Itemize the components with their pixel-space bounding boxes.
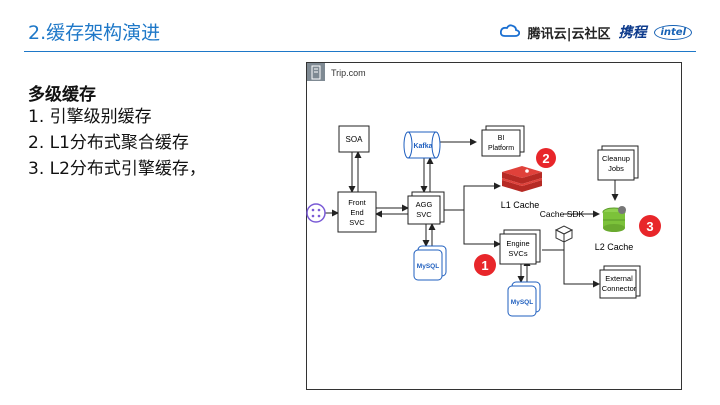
building-icon bbox=[307, 63, 325, 81]
external-connector-label-1: External bbox=[605, 274, 633, 283]
cache-level-list: 1. 引擎级别缓存 2. L1分布式聚合缓存 3. L2分布式引擎缓存， bbox=[28, 104, 206, 182]
ctrip-logo: 携程 bbox=[618, 25, 647, 41]
cube-icon bbox=[554, 225, 574, 243]
mysql-agg-label: MySQL bbox=[417, 263, 439, 270]
kafka-label: Kafka bbox=[413, 143, 432, 150]
badge-2 bbox=[536, 148, 556, 168]
engine-svcs-label-1: Engine bbox=[506, 239, 529, 248]
external-connector-node bbox=[599, 269, 637, 299]
l1-cache-label: L1 Cache bbox=[501, 200, 540, 210]
soa-label: SOA bbox=[346, 135, 364, 144]
bi-platform-node bbox=[481, 129, 521, 157]
agg-svc-label-2: SVC bbox=[416, 210, 432, 219]
front-end-svc-label-3: SVC bbox=[349, 218, 365, 227]
frame-label: Trip.com bbox=[331, 68, 366, 78]
slide-title: 2.缓存架构演进 bbox=[28, 22, 161, 44]
engine-svcs-node bbox=[499, 233, 537, 265]
architecture-diagram: Trip.com SOA Kafka BI Platform Front bbox=[306, 62, 682, 390]
mysql-agg-node bbox=[413, 249, 443, 281]
l2-cache-icon bbox=[602, 206, 626, 232]
badge-1-label: 1 bbox=[481, 258, 488, 273]
kafka-node bbox=[403, 131, 441, 159]
bi-platform-label-2: Platform bbox=[488, 145, 514, 152]
mysql-engine-node bbox=[507, 285, 537, 317]
external-connector-label-2: Connector bbox=[602, 284, 637, 293]
badge-3 bbox=[639, 215, 661, 237]
content-heading: 多级缓存 bbox=[28, 85, 96, 105]
list-item: 1. 引擎级别缓存 bbox=[28, 107, 152, 127]
redis-l1-icon bbox=[502, 166, 542, 192]
engine-svcs-label-2: SVCs bbox=[508, 249, 527, 258]
front-end-svc-label-2: End bbox=[350, 208, 363, 217]
mysql-engine-label: MySQL bbox=[511, 299, 533, 306]
badge-2-label: 2 bbox=[542, 151, 549, 166]
agg-svc-node bbox=[407, 195, 441, 225]
l2-cache-label: L2 Cache bbox=[595, 242, 634, 252]
intel-logo: intel bbox=[654, 24, 692, 40]
badge-1 bbox=[474, 254, 496, 276]
agg-svc-label-1: AGG bbox=[416, 200, 433, 209]
tencent-cloud-icon bbox=[499, 23, 520, 42]
header-logos: 腾讯云|云社区 携程 intel bbox=[499, 22, 692, 42]
cleanup-jobs-label-2: Jobs bbox=[608, 164, 624, 173]
badge-3-label: 3 bbox=[646, 219, 653, 234]
list-item: 2. L1分布式聚合缓存 bbox=[28, 133, 189, 153]
tencent-cloud-logo: 腾讯云|云社区 bbox=[527, 26, 611, 42]
front-end-svc-label-1: Front bbox=[348, 198, 366, 207]
gateway-icon bbox=[306, 203, 326, 223]
list-item: 3. L2分布式引擎缓存， bbox=[28, 159, 206, 179]
cleanup-jobs-node bbox=[597, 149, 635, 181]
cache-sdk-label: Cache SDK bbox=[540, 209, 585, 219]
front-end-svc-node bbox=[337, 191, 377, 233]
soa-node bbox=[338, 125, 370, 153]
bi-platform-label-1: BI bbox=[498, 135, 505, 142]
cleanup-jobs-label-1: Cleanup bbox=[602, 154, 630, 163]
title-divider bbox=[24, 51, 696, 52]
